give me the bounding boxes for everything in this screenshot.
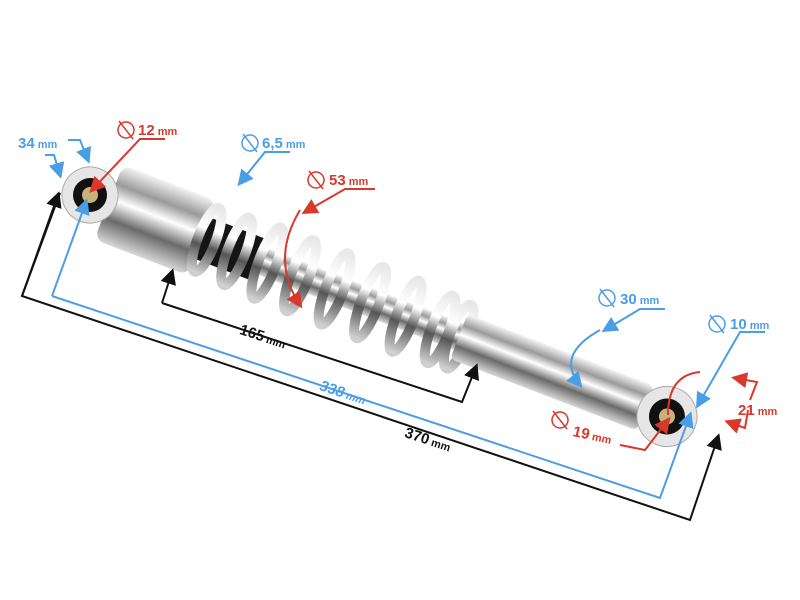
diameter-icons — [117, 120, 726, 430]
shock-absorber — [61, 166, 698, 447]
